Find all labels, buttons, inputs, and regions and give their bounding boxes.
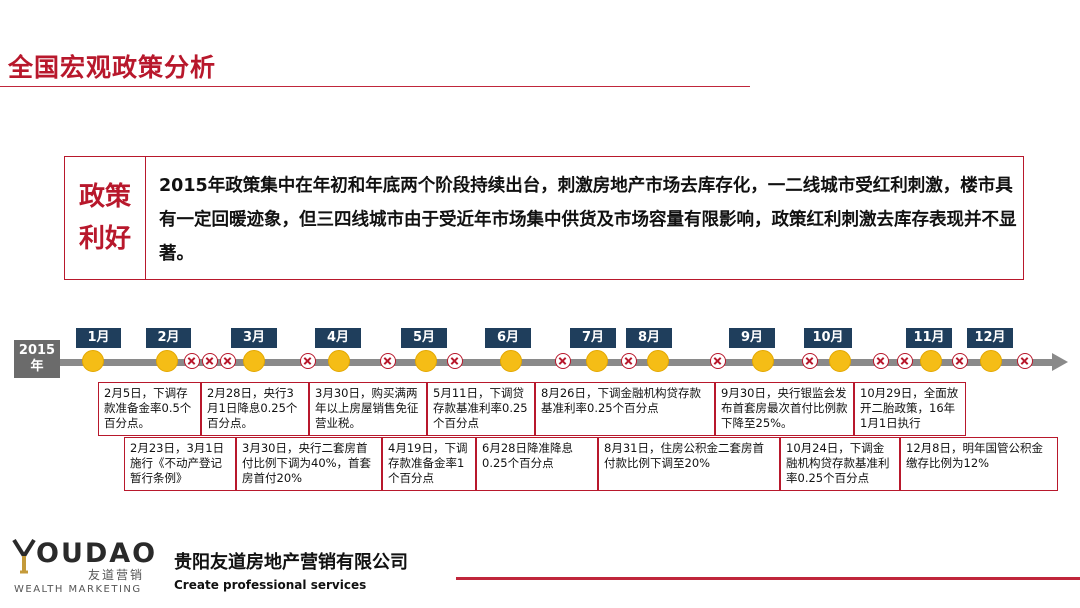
event-box: 5月11日，下调贷存款基准利率0.25个百分点	[427, 382, 535, 436]
company-slogan: Create professional services	[174, 578, 367, 592]
month-dot-icon	[980, 350, 1002, 372]
policy-event-marker-icon	[202, 353, 218, 369]
month-tag-mar: 3月	[231, 328, 277, 348]
event-box: 3月30日，购买满两年以上房屋销售免征营业税。	[309, 382, 427, 436]
policy-summary-text: 2015年政策集中在年初和年底两个阶段持续出台，刺激房地产市场去库存化，一二线城…	[159, 176, 1017, 264]
title-divider	[0, 86, 750, 87]
event-box: 3月30日，央行二套房首付比例下调为40%，首套房首付20%	[236, 437, 382, 491]
policy-label-line1: 政策	[78, 182, 131, 212]
month-dot-icon	[586, 350, 608, 372]
event-box: 12月8日，明年国管公积金缴存比例为12%	[900, 437, 1058, 491]
month-tag-jun: 6月	[485, 328, 531, 348]
timeline-axis	[14, 359, 1054, 366]
logo-english: WEALTH MARKETING	[14, 584, 142, 595]
policy-event-marker-icon	[621, 353, 637, 369]
month-tag-jul: 7月	[570, 328, 616, 348]
month-dot-icon	[82, 350, 104, 372]
event-box: 8月31日，住房公积金二套房首付款比例下调至20%	[598, 437, 780, 491]
month-tag-sep: 9月	[729, 328, 775, 348]
policy-event-marker-icon	[873, 353, 889, 369]
month-dot-icon	[752, 350, 774, 372]
policy-event-marker-icon	[897, 353, 913, 369]
timeline-arrow-icon	[1052, 353, 1068, 371]
policy-event-marker-icon	[710, 353, 726, 369]
policy-event-marker-icon	[220, 353, 236, 369]
month-dot-icon	[243, 350, 265, 372]
policy-event-marker-icon	[184, 353, 200, 369]
month-tag-dec: 12月	[967, 328, 1013, 348]
year-number: 2015	[18, 343, 56, 358]
policy-event-marker-icon	[555, 353, 571, 369]
month-tag-nov: 11月	[906, 328, 952, 348]
month-tag-apr: 4月	[315, 328, 361, 348]
month-tag-oct: 10月	[804, 328, 852, 348]
month-dot-icon	[328, 350, 350, 372]
event-box: 10月24日，下调金融机构贷存款基准利率0.25个百分点	[780, 437, 900, 491]
year-suffix: 年	[30, 359, 44, 374]
policy-event-marker-icon	[802, 353, 818, 369]
policy-event-marker-icon	[380, 353, 396, 369]
page-title: 全国宏观政策分析	[8, 53, 217, 82]
event-box: 10月29日，全面放开二胎政策，16年1月1日执行	[854, 382, 966, 436]
company-logo-icon	[12, 538, 36, 574]
policy-event-marker-icon	[447, 353, 463, 369]
month-dot-icon	[829, 350, 851, 372]
footer-divider	[456, 577, 1080, 580]
policy-summary-box: 政策 利好 2015年政策集中在年初和年底两个阶段持续出台，刺激房地产市场去库存…	[64, 156, 1024, 280]
event-box: 9月30日，央行银监会发布首套房最次首付比例款下降至25%。	[715, 382, 854, 436]
logo-chinese: 友道营销	[88, 568, 145, 582]
month-dot-icon	[920, 350, 942, 372]
event-box: 6月28日降准降息0.25个百分点	[476, 437, 598, 491]
month-dot-icon	[415, 350, 437, 372]
event-box: 2月28日，央行3月1日降息0.25个百分点。	[201, 382, 309, 436]
logo-wordmark: OUDAO	[36, 538, 158, 569]
month-dot-icon	[647, 350, 669, 372]
month-tag-feb: 2月	[146, 328, 191, 348]
policy-event-marker-icon	[952, 353, 968, 369]
policy-event-marker-icon	[1017, 353, 1033, 369]
event-box: 8月26日，下调金融机构贷存款基准利率0.25个百分点	[535, 382, 715, 436]
event-box: 2月23日，3月1日施行《不动产登记暂行条例》	[124, 437, 236, 491]
event-box: 4月19日，下调存款准备金率1个百分点	[382, 437, 476, 491]
month-dot-icon	[156, 350, 178, 372]
policy-label: 政策 利好	[65, 157, 146, 279]
month-dot-icon	[500, 350, 522, 372]
month-tag-may: 5月	[401, 328, 447, 348]
event-box: 2月5日，下调存款准备金率0.5个百分点。	[98, 382, 201, 436]
policy-event-marker-icon	[300, 353, 316, 369]
month-tag-aug: 8月	[626, 328, 672, 348]
policy-label-line2: 利好	[78, 224, 131, 254]
month-tag-jan: 1月	[76, 328, 121, 348]
company-name: 贵阳友道房地产营销有限公司	[174, 552, 408, 573]
